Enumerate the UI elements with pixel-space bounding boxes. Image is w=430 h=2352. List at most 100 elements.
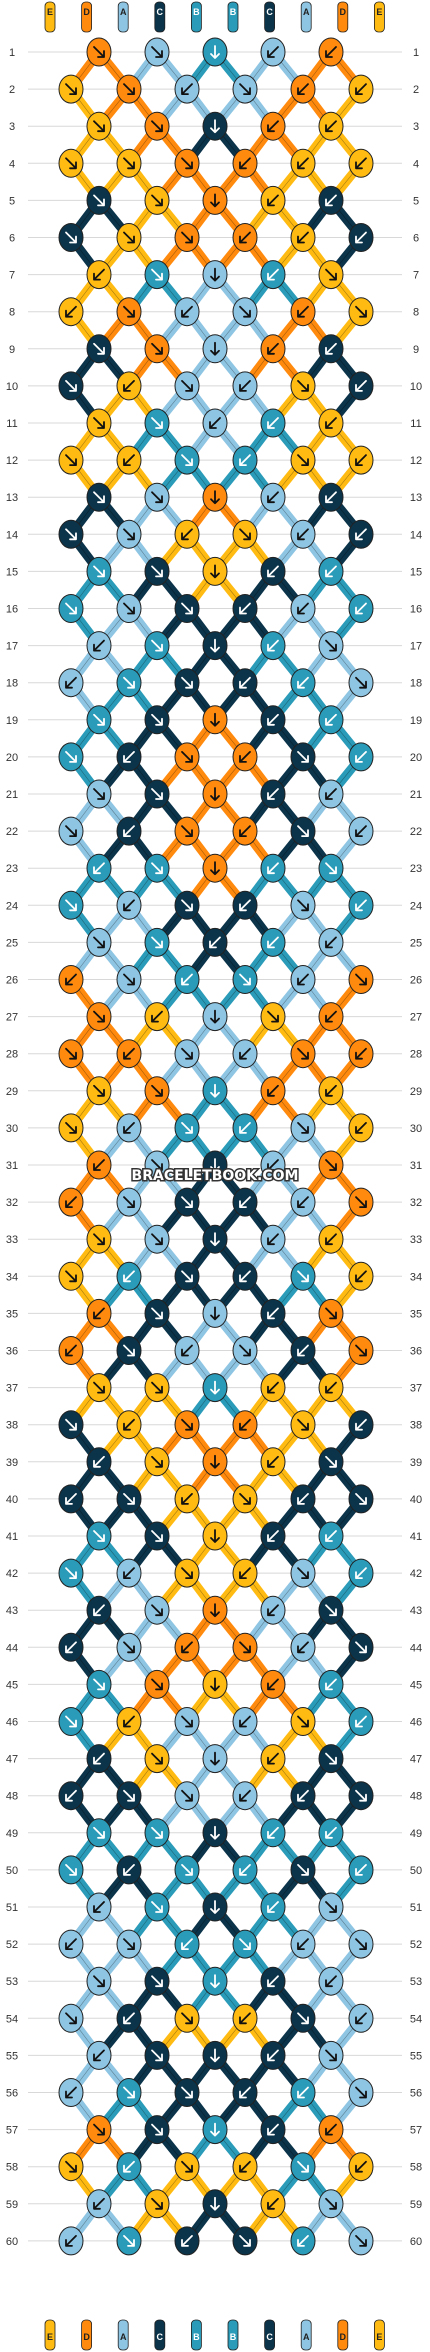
knot-arrow-icon bbox=[239, 1344, 251, 1357]
knot-arrow-icon bbox=[151, 1975, 163, 1988]
knot-arrow-icon bbox=[239, 2234, 251, 2247]
row-number-left: 38 bbox=[6, 1420, 18, 1432]
knot-arrow-icon bbox=[297, 528, 309, 541]
row-number-right: 54 bbox=[410, 2013, 422, 2025]
knot-arrow-icon bbox=[267, 862, 279, 875]
knot-arrow-icon bbox=[267, 1159, 279, 1171]
knot-arrow-icon bbox=[267, 1826, 279, 1839]
row-number-left: 7 bbox=[9, 270, 15, 282]
knot-arrow-icon bbox=[297, 1864, 309, 1876]
knot-arrow-icon bbox=[297, 231, 309, 244]
knot-arrow-icon bbox=[325, 2197, 337, 2210]
strand-letter: C bbox=[157, 7, 164, 17]
knot-arrow-icon bbox=[297, 1418, 309, 1431]
knot-arrow-icon bbox=[209, 417, 221, 429]
row-number-right: 45 bbox=[410, 1679, 422, 1691]
knot-arrow-icon bbox=[151, 491, 163, 504]
knot-arrow-icon bbox=[151, 1159, 163, 1171]
row-number-right: 42 bbox=[410, 1568, 422, 1580]
knot-arrow-icon bbox=[297, 825, 309, 837]
knot-arrow-icon bbox=[65, 231, 77, 244]
knot-arrow-icon bbox=[239, 1567, 251, 1579]
row-number-left: 42 bbox=[6, 1568, 18, 1580]
knot-arrow-icon bbox=[239, 1418, 251, 1431]
knot-arrow-icon bbox=[181, 602, 193, 615]
knot-arrow-icon bbox=[181, 1938, 193, 1950]
knot-arrow-icon bbox=[355, 2086, 367, 2099]
strand-end bbox=[337, 2319, 349, 2351]
knot-arrow-icon bbox=[65, 676, 77, 689]
row-number-right: 27 bbox=[410, 1012, 422, 1024]
knot-arrow-icon bbox=[65, 1418, 77, 1431]
knot-arrow-icon bbox=[239, 1715, 251, 1728]
knot-arrow-icon bbox=[267, 565, 279, 578]
strand-end bbox=[227, 2319, 239, 2351]
knot-grid bbox=[58, 37, 374, 2256]
row-number-left: 3 bbox=[9, 121, 15, 133]
strand-letter: D bbox=[340, 2332, 347, 2342]
row-number-left: 50 bbox=[6, 1865, 18, 1877]
knot-arrow-icon bbox=[151, 565, 163, 578]
knot-arrow-icon bbox=[181, 157, 193, 170]
knot-arrow-icon bbox=[123, 2086, 135, 2099]
knot-arrow-icon bbox=[123, 1864, 135, 1876]
knot-arrow-icon bbox=[93, 1010, 105, 1023]
knot-arrow-icon bbox=[325, 1975, 337, 1988]
knot-arrow-icon bbox=[325, 417, 337, 429]
knot-arrow-icon bbox=[325, 2123, 337, 2136]
row-number-right: 10 bbox=[410, 381, 422, 393]
strand-end bbox=[337, 1, 349, 33]
row-number-left: 26 bbox=[6, 975, 18, 987]
knot-arrow-icon bbox=[210, 1232, 220, 1247]
knot-arrow-icon bbox=[355, 454, 367, 467]
knot-arrow-icon bbox=[123, 2160, 135, 2173]
row-number-right: 25 bbox=[410, 937, 422, 949]
knot-arrow-icon bbox=[151, 1381, 163, 1394]
knot-arrow-icon bbox=[123, 157, 135, 170]
knot-arrow-icon bbox=[297, 1567, 309, 1579]
knot-arrow-icon bbox=[297, 1196, 309, 1208]
knot-arrow-icon bbox=[355, 751, 367, 763]
knot-arrow-icon bbox=[93, 1455, 105, 1468]
strand-letter: E bbox=[47, 2332, 53, 2342]
row-number-right: 31 bbox=[410, 1160, 422, 1172]
knot-arrow-icon bbox=[151, 2123, 163, 2136]
knot-arrow-icon bbox=[239, 157, 251, 170]
row-number-right: 6 bbox=[413, 233, 419, 245]
knot-arrow-icon bbox=[239, 2086, 251, 2099]
knot-arrow-icon bbox=[267, 639, 279, 652]
row-number-left: 36 bbox=[6, 1346, 18, 1358]
knot-arrow-icon bbox=[325, 46, 337, 58]
knot-arrow-icon bbox=[123, 1047, 135, 1060]
knot-arrow-icon bbox=[355, 1938, 367, 1950]
knot-arrow-icon bbox=[325, 342, 337, 355]
knot-arrow-icon bbox=[93, 639, 105, 652]
knot-arrow-icon bbox=[355, 379, 367, 392]
knot-arrow-icon bbox=[93, 1233, 105, 1246]
knot-arrow-icon bbox=[267, 1678, 279, 1691]
strand-end bbox=[44, 1, 56, 33]
knot-arrow-icon bbox=[355, 1047, 367, 1060]
knot-arrow-icon bbox=[93, 268, 105, 281]
knot-arrow-icon bbox=[239, 1493, 251, 1505]
strand-letter: D bbox=[83, 2332, 90, 2342]
knot-arrow-icon bbox=[239, 1938, 251, 1950]
row-number-right: 57 bbox=[410, 2125, 422, 2137]
row-number-left: 52 bbox=[6, 1939, 18, 1951]
knot-arrow-icon bbox=[297, 1270, 309, 1283]
knot-arrow-icon bbox=[239, 1047, 251, 1060]
knot-arrow-icon bbox=[297, 1493, 309, 1505]
row-number-left: 57 bbox=[6, 2125, 18, 2137]
strand-end bbox=[154, 1, 166, 33]
knot-arrow-icon bbox=[267, 491, 279, 504]
row-number-left: 43 bbox=[6, 1605, 18, 1617]
knot-arrow-icon bbox=[181, 1864, 193, 1876]
knot-arrow-icon bbox=[297, 2086, 309, 2099]
knot-arrow-icon bbox=[210, 1454, 220, 1469]
row-number-left: 56 bbox=[6, 2088, 18, 2100]
knot-arrow-icon bbox=[267, 1233, 279, 1246]
knot-arrow-icon bbox=[123, 231, 135, 244]
row-number-right: 40 bbox=[410, 1494, 422, 1506]
knot-arrow-icon bbox=[93, 1084, 105, 1097]
knot-arrow-icon bbox=[297, 1344, 309, 1357]
